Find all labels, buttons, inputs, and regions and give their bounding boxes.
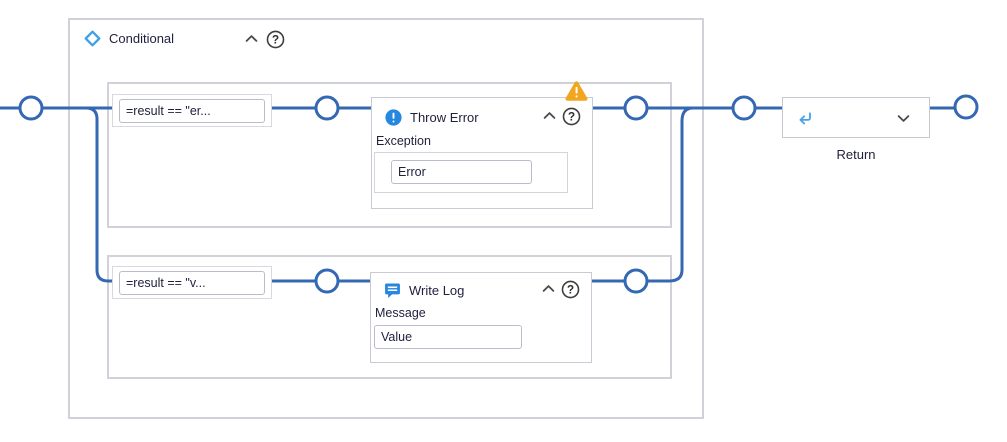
branch-frame-bottom bbox=[107, 255, 672, 379]
connector-port[interactable] bbox=[623, 268, 649, 294]
help-icon[interactable]: ? bbox=[561, 280, 580, 299]
branch-condition-box bbox=[112, 266, 272, 299]
exception-field-container bbox=[374, 152, 568, 193]
collapse-chevron-up-icon[interactable] bbox=[245, 34, 258, 43]
message-input[interactable] bbox=[374, 325, 522, 349]
help-glyph: ? bbox=[567, 284, 574, 297]
help-glyph: ? bbox=[272, 34, 279, 47]
speech-bubble-icon bbox=[384, 282, 401, 299]
exception-input[interactable] bbox=[391, 160, 532, 184]
chevron-down-icon[interactable] bbox=[897, 114, 910, 123]
connector-port[interactable] bbox=[18, 95, 44, 121]
collapse-chevron-up-icon[interactable] bbox=[543, 111, 556, 120]
condition-expression-input[interactable] bbox=[119, 98, 265, 123]
node-throw-error[interactable]: Throw Error ? Exception bbox=[371, 81, 593, 209]
return-arrow-icon bbox=[796, 109, 814, 127]
warning-icon[interactable] bbox=[564, 80, 589, 102]
connector-port[interactable] bbox=[953, 94, 979, 120]
diamond-icon bbox=[84, 30, 101, 47]
conditional-container[interactable] bbox=[68, 18, 704, 419]
branch-condition-box bbox=[112, 94, 272, 127]
node-title: Write Log bbox=[409, 283, 465, 298]
node-title: Throw Error bbox=[410, 110, 479, 125]
conditional-header: Conditional bbox=[84, 30, 174, 47]
help-glyph: ? bbox=[568, 111, 575, 124]
connector-port[interactable] bbox=[314, 268, 340, 294]
connector-port[interactable] bbox=[623, 95, 649, 121]
node-return[interactable] bbox=[782, 97, 930, 138]
conditional-title: Conditional bbox=[109, 31, 175, 46]
collapse-chevron-up-icon[interactable] bbox=[542, 284, 555, 293]
connector-wire-branch bbox=[85, 106, 712, 283]
help-icon[interactable]: ? bbox=[266, 30, 285, 49]
connector-port[interactable] bbox=[314, 95, 340, 121]
error-exclamation-circle-icon bbox=[385, 109, 402, 126]
field-label: Exception bbox=[376, 134, 431, 148]
field-label: Message bbox=[375, 306, 426, 320]
branch-frame-top bbox=[107, 82, 672, 228]
connector-port[interactable] bbox=[731, 95, 757, 121]
node-write-log[interactable]: Write Log ? Message bbox=[370, 272, 592, 363]
help-icon[interactable]: ? bbox=[562, 107, 581, 126]
return-node-label: Return bbox=[836, 147, 876, 162]
condition-expression-input[interactable] bbox=[119, 270, 265, 295]
